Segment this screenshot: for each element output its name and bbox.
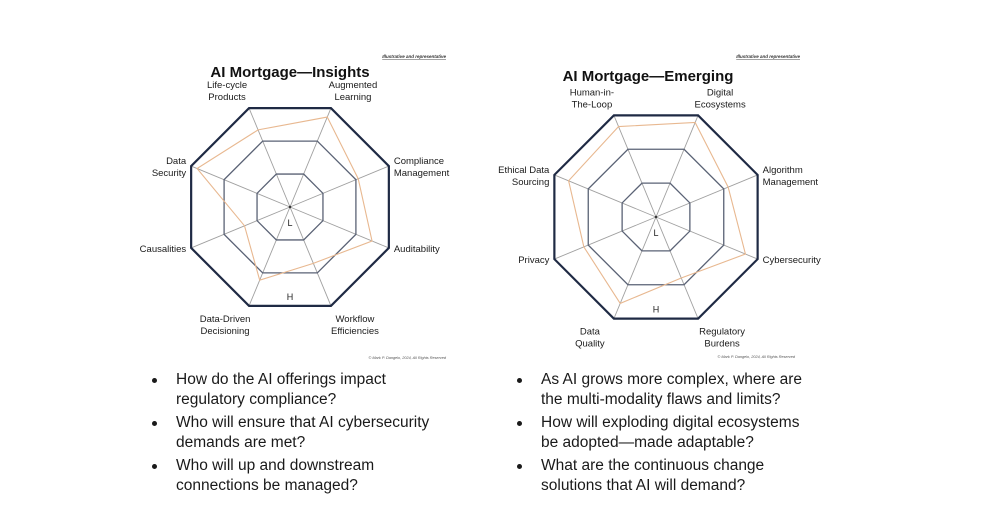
axis-spoke	[655, 216, 699, 319]
question-item: How will exploding digital ecosystems be…	[515, 413, 815, 453]
low-label: L	[287, 218, 292, 228]
questions-list-insights: How do the AI offerings impact regulator…	[150, 370, 450, 499]
axis-label-line: Data	[580, 327, 601, 338]
axis-label-line: Data-Driven	[200, 314, 251, 325]
axis-label-line: Compliance	[394, 156, 444, 167]
axis-label: Causalities	[140, 244, 187, 255]
axis-label-line: Auditability	[394, 244, 440, 255]
axis-label: Privacy	[518, 255, 549, 266]
axis-label-line: Ethical Data	[498, 165, 550, 176]
questions-list-emerging: As AI grows more complex, where are the …	[515, 370, 815, 499]
axis-spoke	[289, 165, 390, 208]
axis-spoke	[248, 107, 291, 208]
axis-label-line: Data	[166, 156, 187, 167]
question-item: How do the AI offerings impact regulator…	[150, 370, 450, 410]
axis-label-line: Augmented	[329, 80, 378, 91]
axis-spoke	[655, 216, 758, 260]
axis-label-line: Quality	[575, 339, 605, 350]
axis-label-line: Learning	[334, 92, 371, 103]
radar-chart-insights: AI Mortgage—Insights Illustrative and rep…	[140, 54, 450, 360]
axis-label-line: Regulatory	[699, 327, 745, 338]
axis-label-line: Human-in-	[570, 87, 614, 98]
axis-label-line: Life-cycle	[207, 80, 247, 91]
axis-label-line: Security	[152, 168, 187, 179]
question-item: Who will ensure that AI cybersecurity de…	[150, 413, 450, 453]
copyright: © Mark P. Dangelo, 2024, All Rights Rese…	[368, 356, 446, 360]
axis-spoke	[554, 174, 657, 218]
question-item: As AI grows more complex, where are the …	[515, 370, 815, 410]
axis-label-line: Sourcing	[512, 177, 550, 188]
axis-label-line: Ecosystems	[694, 99, 745, 110]
copyright: © Mark P. Dangelo, 2024, All Rights Rese…	[717, 355, 795, 359]
axis-spoke	[613, 216, 657, 319]
radar-chart-emerging: AI Mortgage—Emerging Illustrative and rep…	[498, 54, 821, 359]
axis-label-line: Management	[763, 177, 819, 188]
chart-title: AI Mortgage—Emerging	[563, 68, 734, 85]
axis-label-line: Workflow	[336, 314, 375, 325]
high-label: H	[653, 305, 660, 315]
axis-label-line: Causalities	[140, 244, 187, 255]
axis-spoke	[289, 107, 332, 208]
axis-label-line: Digital	[707, 87, 733, 98]
illustrative-note: Illustrative and representative	[382, 54, 446, 59]
axis-label-line: Decisioning	[200, 326, 249, 337]
axis-label-line: Privacy	[518, 255, 549, 266]
axis-label: Human-in-The-Loop	[570, 87, 614, 110]
axis-label-line: Burdens	[704, 339, 740, 350]
axis-label-line: Efficiencies	[331, 326, 379, 337]
axis-spoke	[289, 206, 332, 307]
outer-ring	[190, 107, 390, 307]
low-label: L	[653, 228, 658, 238]
illustrative-note: Illustrative and representative	[736, 54, 800, 59]
axis-label-line: Algorithm	[763, 165, 803, 176]
grid-ring	[621, 182, 691, 252]
axis-spoke	[554, 216, 657, 260]
question-item: What are the continuous change solutions…	[515, 456, 815, 496]
center-dot	[288, 205, 292, 209]
axis-spoke	[248, 206, 291, 307]
axis-label-line: Products	[208, 92, 246, 103]
outer-ring	[553, 114, 759, 320]
axis-label-line: The-Loop	[572, 99, 613, 110]
grid-ring	[223, 140, 357, 274]
axis-label-line: Management	[394, 168, 450, 179]
grid-ring	[587, 148, 725, 286]
axis-label-line: Cybersecurity	[763, 255, 821, 266]
axis-spoke	[613, 115, 657, 218]
axis-spoke	[655, 174, 758, 218]
axis-label: Cybersecurity	[763, 255, 821, 266]
grid-ring	[256, 173, 324, 241]
question-item: Who will up and downstream connections b…	[150, 456, 450, 496]
chart-title: AI Mortgage—Insights	[210, 64, 369, 81]
axis-spoke	[190, 206, 291, 249]
axis-spoke	[190, 165, 291, 208]
center-dot	[654, 215, 658, 219]
axis-label: Auditability	[394, 244, 440, 255]
high-label: H	[287, 292, 294, 302]
axis-spoke	[655, 115, 699, 218]
